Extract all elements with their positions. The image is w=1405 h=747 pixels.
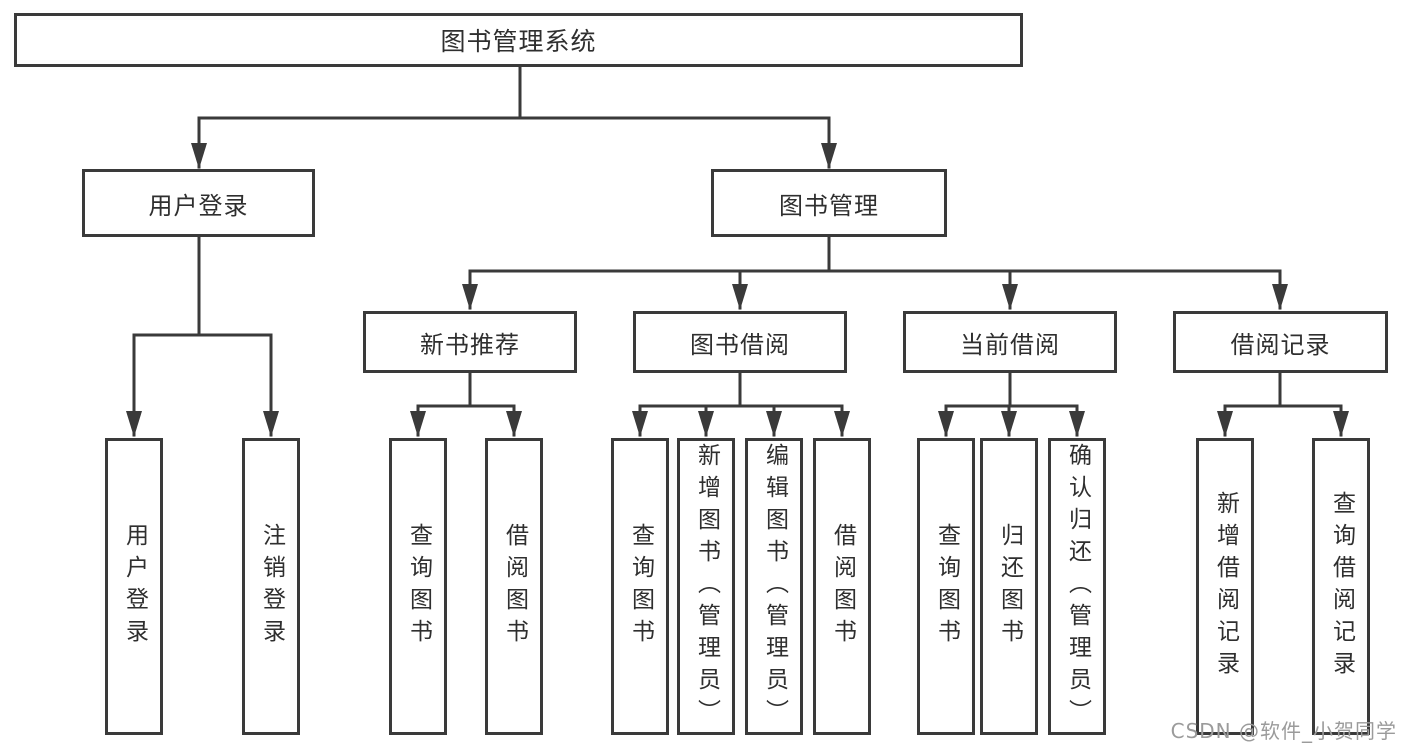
node-label: 图书借阅 [690, 330, 790, 359]
node-label: 查询图书 [627, 522, 654, 651]
node-borrowing-records: 借阅记录 [1173, 311, 1388, 373]
node-label: 借阅记录 [1230, 330, 1331, 359]
node-current-borrowing: 当前借阅 [903, 311, 1117, 373]
node-label: 新书推荐 [420, 330, 520, 359]
leaf-logout: 注销登录 [242, 438, 300, 735]
leaf-borrow-books: 借阅图书 [813, 438, 871, 735]
leaf-query-books-borrow: 查询图书 [611, 438, 669, 735]
node-book-borrowing: 图书借阅 [633, 311, 847, 373]
node-label: 查询借阅记录 [1328, 490, 1355, 683]
node-label: 编辑图书（管理员） [761, 442, 788, 731]
watermark: CSDN @软件_小贺同学 [1170, 719, 1397, 743]
node-book-management: 图书管理 [711, 169, 947, 237]
node-label: 查询图书 [933, 522, 960, 651]
leaf-query-borrow-record: 查询借阅记录 [1312, 438, 1370, 735]
node-label: 用户登录 [148, 191, 249, 220]
leaf-confirm-return-admin: 确认归还（管理员） [1048, 438, 1106, 735]
leaf-query-books-current: 查询图书 [917, 438, 975, 735]
node-new-book-recommendation: 新书推荐 [363, 311, 577, 373]
node-label: 借阅图书 [501, 522, 528, 651]
leaf-add-books-admin: 新增图书（管理员） [677, 438, 735, 735]
node-label: 借阅图书 [829, 522, 856, 651]
leaf-edit-books-admin: 编辑图书（管理员） [745, 438, 803, 735]
leaf-add-borrow-record: 新增借阅记录 [1196, 438, 1254, 735]
node-library-management-system: 图书管理系统 [14, 13, 1023, 67]
node-label: 归还图书 [996, 522, 1023, 651]
node-label: 新增借阅记录 [1212, 490, 1239, 683]
node-label: 图书管理系统 [440, 27, 597, 56]
leaf-return-books: 归还图书 [980, 438, 1038, 735]
leaf-user-login: 用户登录 [105, 438, 163, 735]
node-user-login: 用户登录 [82, 169, 315, 237]
leaf-query-books-recommend: 查询图书 [389, 438, 447, 735]
node-label: 图书管理 [779, 191, 879, 220]
leaf-borrow-books-recommend: 借阅图书 [485, 438, 543, 735]
node-label: 注销登录 [258, 522, 285, 651]
node-label: 查询图书 [405, 522, 432, 651]
node-label: 当前借阅 [960, 330, 1060, 359]
node-label: 确认归还（管理员） [1064, 442, 1091, 731]
node-label: 用户登录 [121, 522, 148, 651]
node-label: 新增图书（管理员） [693, 442, 720, 731]
